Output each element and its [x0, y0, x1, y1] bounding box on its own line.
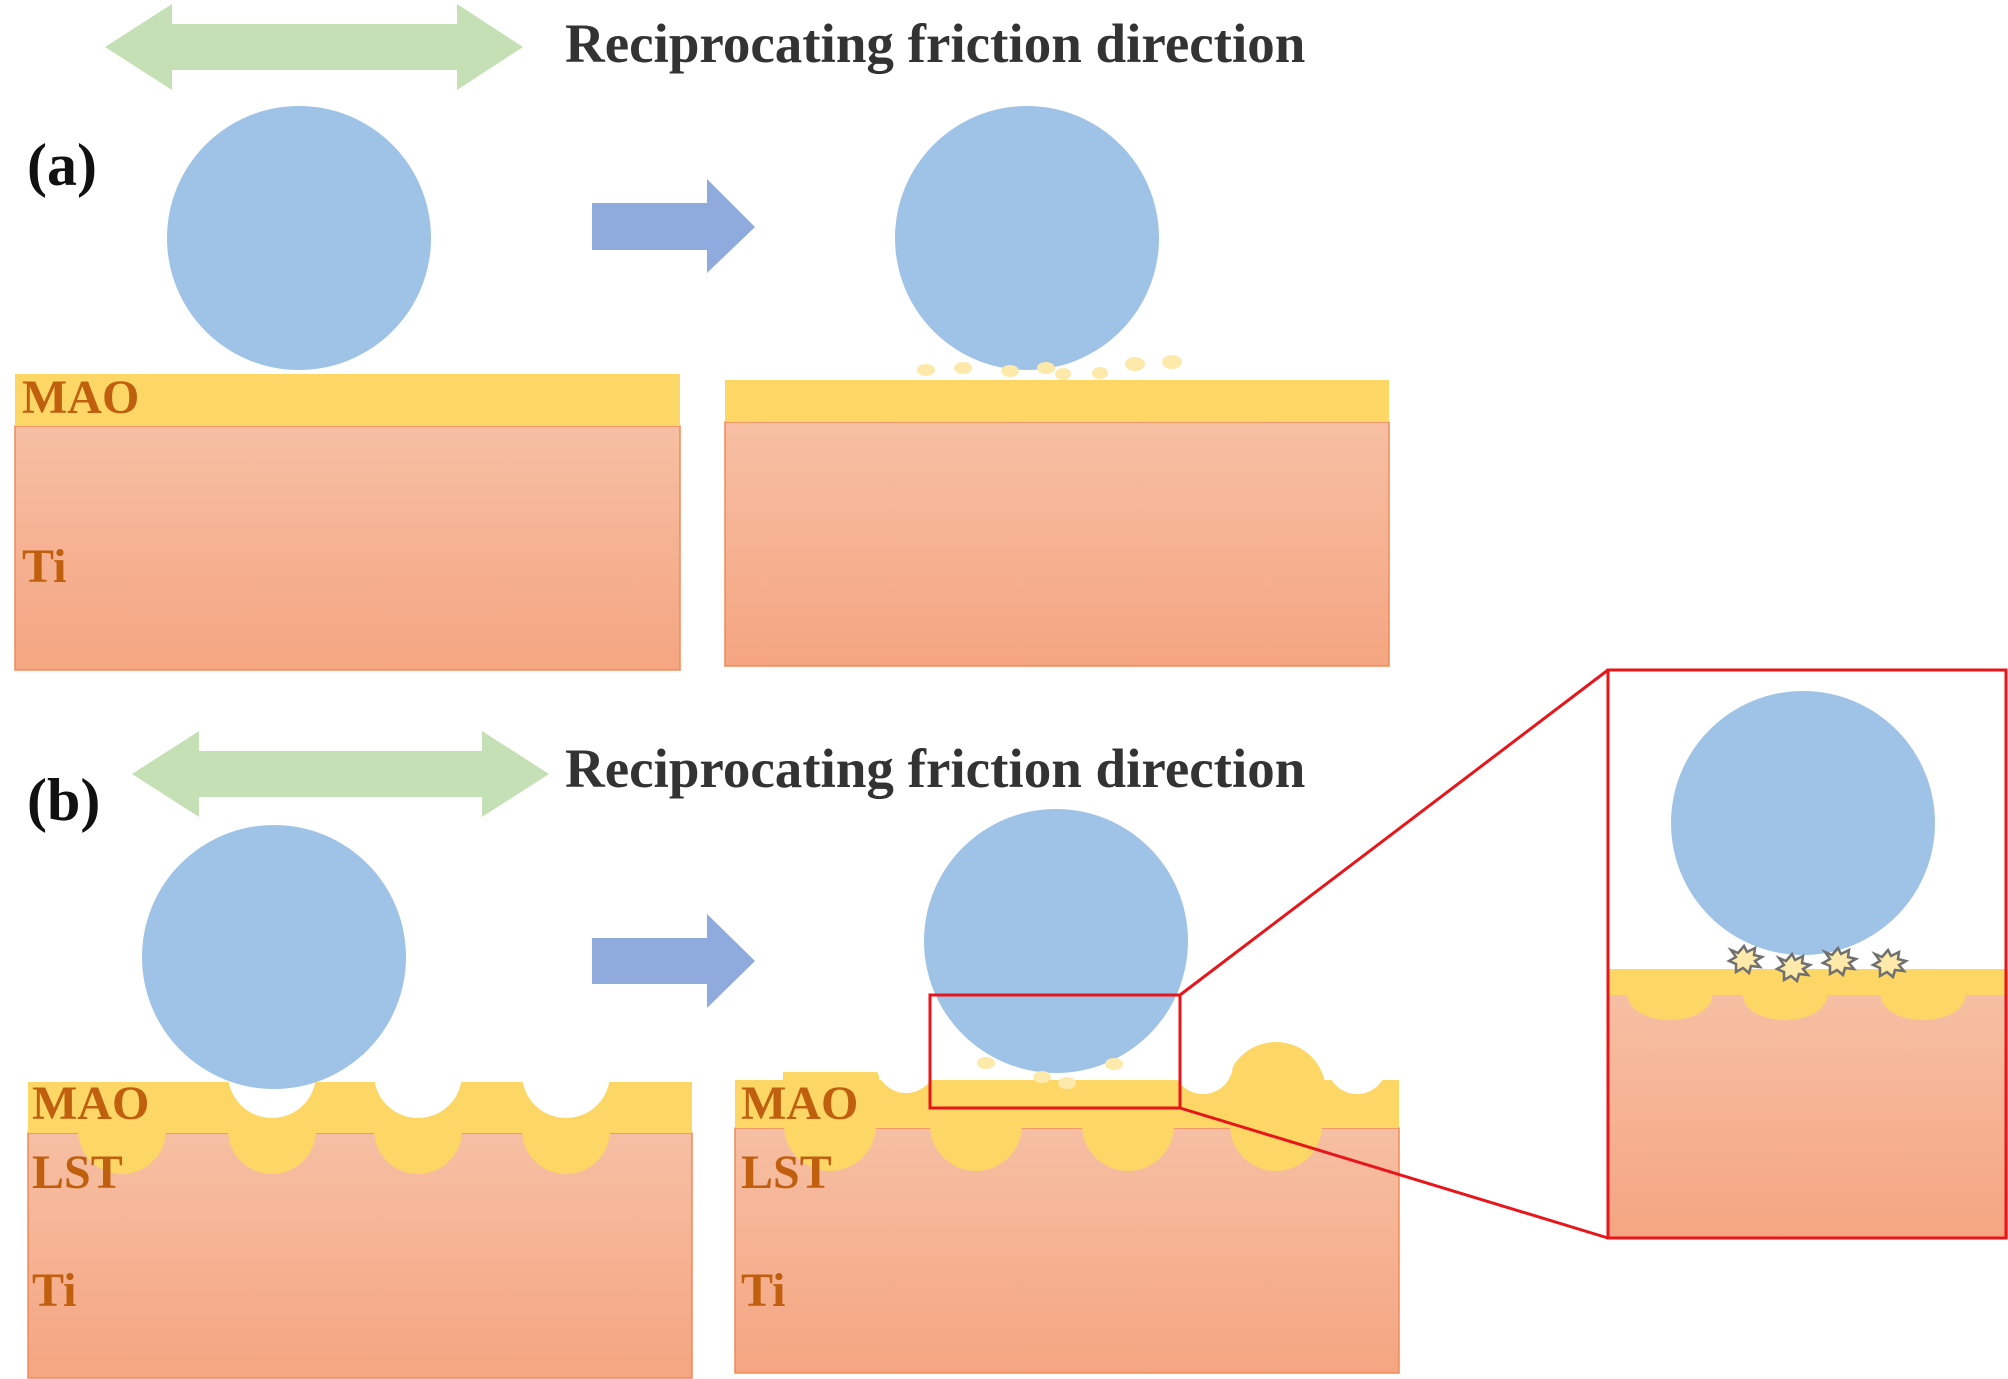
zoom-inset-frame: [1606, 668, 2008, 1240]
panel-label-a: (a): [27, 132, 97, 198]
ti-label: Ti: [32, 1264, 76, 1317]
ti-label: Ti: [22, 540, 66, 593]
direction-double-arrow: [105, 4, 523, 90]
ti-substrate: [724, 421, 1390, 667]
ti-substrate: [27, 1132, 693, 1379]
panel-a-initial-state: MAO Ti: [14, 106, 681, 671]
zoom-source-box: [928, 993, 1182, 1110]
counter-ball: [142, 825, 406, 1089]
wear-particle-icons: [1726, 943, 1910, 984]
mao-label: MAO: [22, 371, 139, 424]
panel-label-b: (b): [27, 767, 100, 833]
lst-label: LST: [741, 1146, 832, 1199]
counter-ball: [895, 106, 1159, 370]
counter-ball: [1671, 691, 1935, 955]
mao-label: MAO: [741, 1077, 858, 1130]
mao-label: MAO: [32, 1077, 149, 1130]
zoom-inset: [1606, 668, 2008, 1240]
direction-label: Reciprocating friction direction: [565, 738, 1305, 799]
ti-label: Ti: [741, 1264, 785, 1317]
ti-substrate: [1608, 995, 2008, 1238]
panel-b-worn-state: MAO LST Ti: [734, 809, 1400, 1374]
counter-ball: [924, 809, 1188, 1073]
mao-coating: [725, 380, 1389, 422]
panel-b-initial-state: MAO LST Ti: [27, 825, 693, 1379]
mao-coating: [15, 374, 680, 426]
process-arrow: [592, 914, 755, 1008]
panel-a: Reciprocating friction direction (a) MAO…: [14, 4, 1390, 671]
mao-coating: [1608, 969, 2008, 1020]
panel-a-worn-state: [724, 106, 1390, 667]
zoom-callout: [928, 668, 1609, 1240]
direction-double-arrow: [132, 731, 549, 817]
counter-ball: [167, 106, 431, 370]
ti-substrate: [14, 425, 681, 671]
lst-label: LST: [32, 1146, 123, 1199]
wear-debris: [917, 355, 1182, 380]
debris-pile: [783, 1042, 1326, 1142]
lst-texture-pits: [876, 1033, 1387, 1094]
direction-label: Reciprocating friction direction: [565, 13, 1305, 74]
wear-debris: [977, 1057, 1123, 1089]
panel-b: Reciprocating friction direction (b) MAO…: [27, 668, 2008, 1379]
process-arrow: [592, 179, 755, 273]
